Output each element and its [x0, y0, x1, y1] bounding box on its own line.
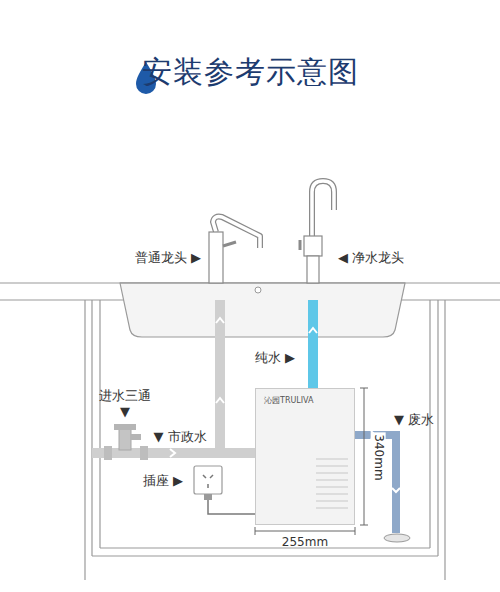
diagram-title: 安装参考示意图: [0, 52, 500, 93]
dimension-label: 255mm: [282, 535, 328, 550]
pure-water-faucet: [300, 181, 334, 283]
sink-drain: [255, 287, 261, 293]
brand-name: 沁园TRULIVA: [256, 389, 354, 406]
cabinet: [0, 283, 500, 580]
purifier-grille: [256, 389, 354, 524]
faucet-label: ◀ 净水龙头: [338, 250, 404, 266]
floor-drain: [384, 534, 410, 542]
inlet-tee: [114, 424, 141, 450]
sink-basin: [120, 283, 405, 337]
part-label: 插座 ▶: [143, 473, 183, 489]
normal-faucet: [209, 217, 260, 283]
pipe-label: 纯水 ▶: [255, 350, 295, 366]
pipe-label: ▼ 废水: [394, 412, 434, 428]
pipe-label: ▼ 市政水: [153, 429, 206, 445]
dimension-label: 340mm: [370, 432, 385, 482]
power-socket: [194, 466, 256, 514]
municipal-water-pipe: [92, 300, 258, 460]
dimension-lines: [255, 388, 368, 535]
water-purifier-box: 沁园TRULIVA: [255, 388, 355, 525]
faucet-label: 普通龙头 ▶: [135, 250, 201, 266]
pure-water-pipe: [308, 300, 318, 388]
part-label: 进水三通 ▼: [96, 388, 154, 421]
